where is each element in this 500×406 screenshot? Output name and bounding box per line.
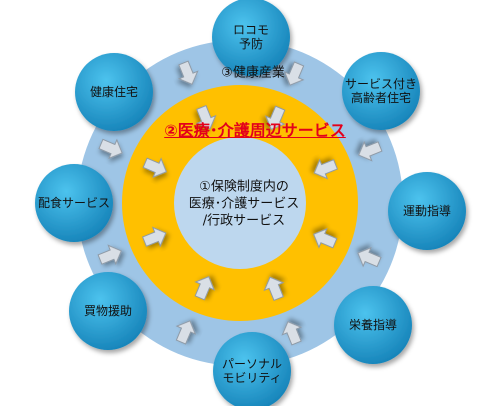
medical-care-peripheral-title: ②医療･介護周辺サービス	[164, 121, 346, 140]
outer-arrow-icon	[98, 138, 123, 160]
node-shopping	[69, 272, 147, 350]
node-label-shopping: 買物援助	[83, 304, 132, 318]
outer-arrow-icon	[357, 246, 382, 268]
inner-arrow-icon	[313, 158, 339, 180]
node-label-meal-delivery: 配食サービス	[37, 196, 110, 210]
inner-arrow-icon	[195, 104, 217, 130]
node-exercise	[388, 172, 466, 250]
inner-arrow-icon	[142, 157, 167, 179]
inner-arrow-icon	[264, 105, 286, 130]
node-mobility	[213, 332, 291, 406]
node-label-mobility: パーソナル モビリティ	[221, 357, 282, 385]
node-locomo	[212, 0, 290, 76]
outer-arrow-icon	[97, 244, 122, 266]
outer-arrow-icon	[283, 61, 305, 86]
node-label-locomo: ロコモ 予防	[232, 23, 269, 51]
outer-arrow-icon	[358, 140, 383, 162]
inner-arrow-icon	[263, 276, 285, 302]
inner-arrow-icon	[141, 226, 167, 248]
node-label-healthy-housing: 健康住宅	[89, 85, 138, 99]
node-nutrition	[334, 286, 412, 364]
node-meal-delivery	[35, 164, 113, 242]
node-healthy-housing	[75, 53, 153, 131]
outer-arrow-icon	[175, 320, 197, 345]
outer-arrow-icon	[177, 60, 199, 85]
core-circle	[174, 137, 306, 269]
inner-arrow-icon	[313, 227, 338, 249]
node-label-elderly-housing: サービス付き 高齢者住宅	[344, 77, 417, 105]
inner-arrow-icon	[194, 276, 216, 301]
health-industry-title: ③健康産業	[221, 65, 285, 81]
node-label-nutrition: 栄養指導	[348, 318, 397, 332]
node-elderly-housing	[342, 52, 420, 130]
node-label-exercise: 運動指導	[402, 204, 451, 218]
outer-arrow-icon	[281, 321, 303, 346]
core-service-label: ①保険制度内の 医療･介護サービス /行政サービス	[188, 179, 300, 229]
